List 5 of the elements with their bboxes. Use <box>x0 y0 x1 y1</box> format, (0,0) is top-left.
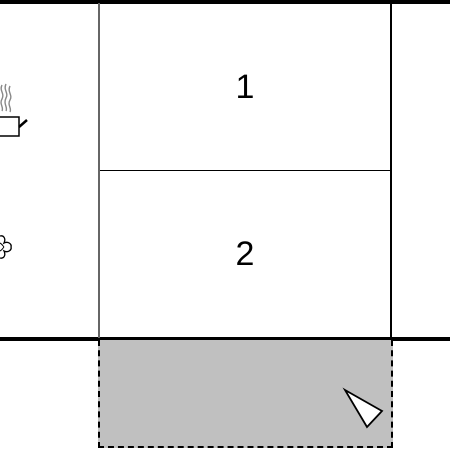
room-number: 1 <box>236 70 254 104</box>
room-box <box>98 170 392 338</box>
shaded-area <box>98 340 393 448</box>
room-box <box>98 3 392 171</box>
room-number: 2 <box>236 237 254 271</box>
